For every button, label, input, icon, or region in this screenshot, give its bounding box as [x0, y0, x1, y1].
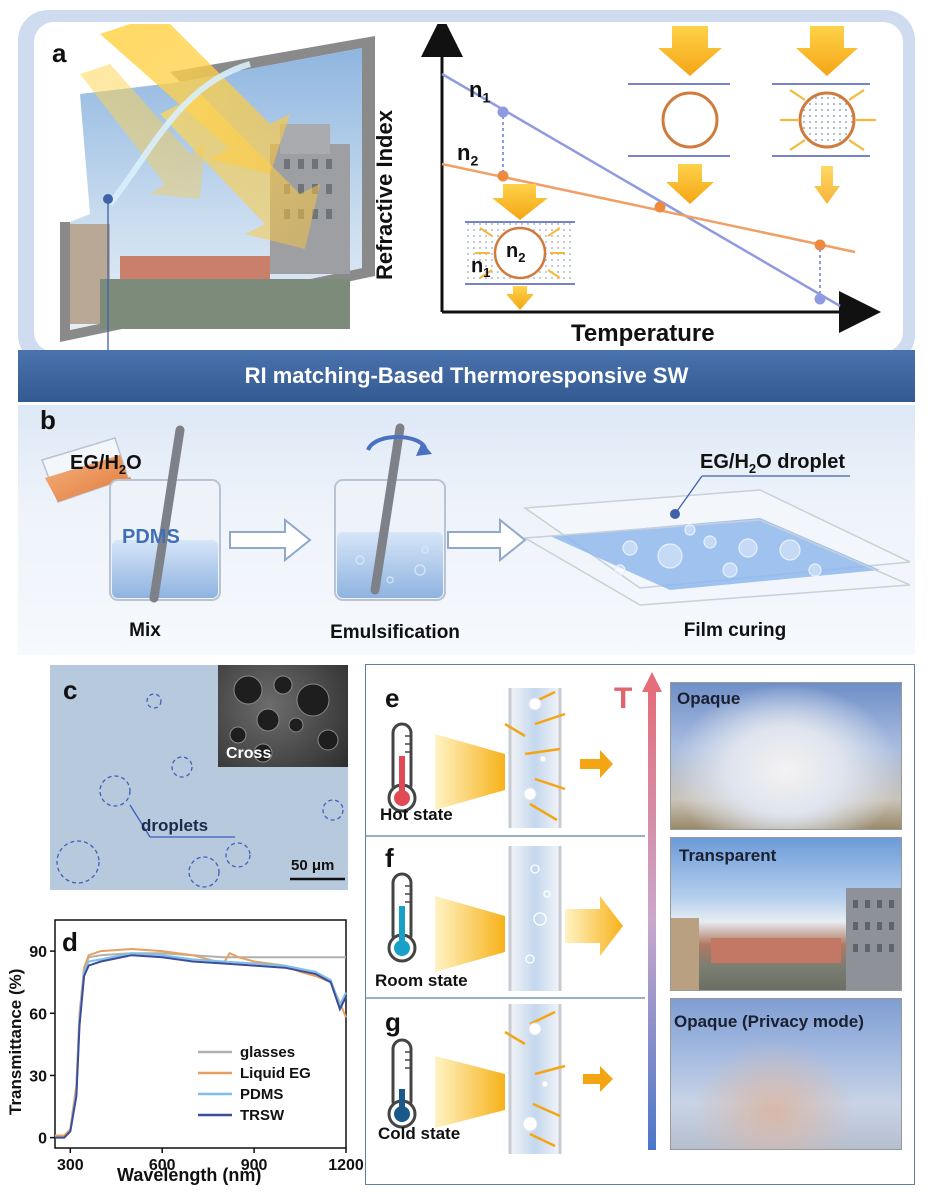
x-tick-label: 900 [241, 1157, 268, 1174]
step-mix: Mix [129, 620, 161, 641]
x-tick-label: 300 [57, 1157, 84, 1174]
beaker-emulsification-icon [334, 423, 446, 601]
y-tick-label: 60 [29, 1006, 47, 1023]
title-banner: RI matching-Based Thermoresponsive SW [18, 350, 915, 402]
droplet-label: EG/H2O droplet [700, 451, 846, 476]
cross-label: Cross [226, 745, 272, 762]
series-line-trsw [55, 954, 347, 1139]
film-icon [522, 489, 910, 606]
ri-graph [421, 24, 881, 333]
inset-n1-label: n1 [471, 255, 491, 280]
panel-a-label: a [52, 38, 67, 68]
chart-y-label: Transmittance (%) [6, 968, 25, 1115]
series-line-liquid-eg [55, 947, 347, 1137]
thermometer-cold-icon [387, 1038, 417, 1129]
panel-c-label: c [63, 675, 78, 705]
photo-transparent [670, 837, 902, 991]
x-tick-label: 1200 [328, 1157, 364, 1174]
legend-label: PDMS [240, 1086, 283, 1103]
cross-section-inset [218, 665, 348, 767]
step-film-curing: Film curing [683, 620, 787, 641]
y-tick-label: 90 [29, 944, 47, 961]
window-illustration [60, 24, 375, 354]
step-emulsification: Emulsification [330, 622, 460, 643]
states-diagram [365, 672, 662, 1154]
series-line-pdms [55, 952, 347, 1139]
thermometer-room-icon [387, 872, 417, 963]
cold-state-label: Cold state [378, 1124, 461, 1143]
legend-label: Liquid EG [240, 1065, 311, 1082]
hot-state-label: Hot state [380, 805, 453, 824]
n1-label: n1 [469, 77, 491, 106]
legend-label: glasses [240, 1044, 295, 1061]
chart-x-label: Wavelength (nm) [117, 1165, 262, 1185]
plot-frame [54, 919, 347, 1149]
x-axis-label: Temperature [571, 320, 715, 347]
inset-n2-label: n2 [506, 240, 526, 265]
panel-e-label: e [385, 683, 400, 713]
droplet-outlines [56, 693, 345, 888]
room-state-label: Room state [375, 971, 468, 990]
photo-label-transparent: Transparent [679, 846, 777, 865]
series-line-glasses [55, 952, 346, 1137]
photo-label-privacy: Opaque (Privacy mode) [674, 1012, 864, 1031]
panel-d-label: d [62, 927, 78, 957]
y-tick-label: 0 [38, 1131, 47, 1148]
droplets-label: droplets [141, 816, 209, 835]
photo-label-opaque: Opaque [677, 689, 741, 708]
legend-label: TRSW [240, 1107, 285, 1124]
thermometer-hot-icon [387, 722, 417, 813]
panel-f-label: f [385, 843, 394, 873]
photo-opaque-privacy [670, 998, 902, 1150]
scale-bar-label: 50 μm [291, 857, 335, 874]
panel-b-label: b [40, 405, 56, 435]
beaker-mix-icon [109, 425, 221, 603]
process-diagram [41, 423, 910, 606]
temperature-arrow-label: T [614, 682, 633, 715]
y-axis-label: Refractive Index [372, 110, 397, 280]
panel-g-label: g [385, 1007, 401, 1037]
eg-h2o-label: EG/H2O [70, 452, 142, 477]
y-tick-label: 30 [29, 1068, 47, 1085]
x-tick-label: 600 [149, 1157, 176, 1174]
n2-label: n2 [457, 140, 479, 169]
photo-opaque-hot [670, 682, 902, 830]
pdms-label: PDMS [122, 526, 180, 548]
